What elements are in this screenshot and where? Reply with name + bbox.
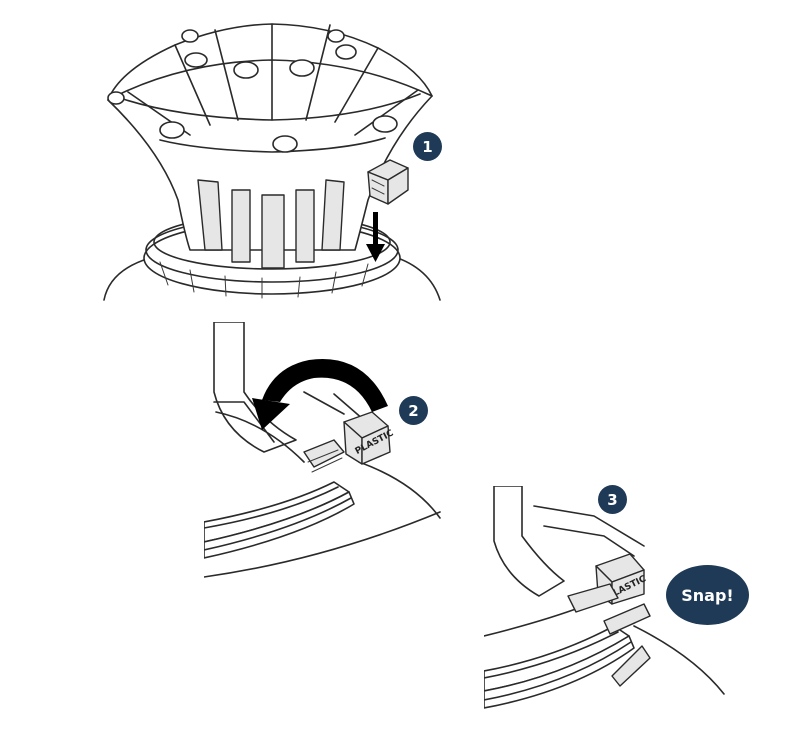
funnel-body <box>107 59 433 251</box>
stem <box>213 322 297 453</box>
ring-segment <box>484 625 635 709</box>
clip-piece <box>367 159 409 205</box>
stem <box>493 486 565 597</box>
tube-openings <box>107 29 398 153</box>
ring-segment <box>204 481 355 559</box>
stems <box>197 179 345 269</box>
step-2-illustration: PLASTIC <box>204 322 441 578</box>
clip-piece: PLASTIC <box>303 411 396 473</box>
step-3-badge: 3 <box>598 485 627 514</box>
step-2-badge: 2 <box>399 396 428 425</box>
snap-callout: Snap! <box>666 565 749 625</box>
step-3-illustration: PLASTIC <box>484 486 725 709</box>
step-1-illustration <box>103 23 441 301</box>
step-1-badge: 1 <box>413 132 442 161</box>
clip-piece: PLASTIC <box>567 553 651 687</box>
down-arrow <box>366 212 385 262</box>
rotate-arrow <box>252 358 388 430</box>
